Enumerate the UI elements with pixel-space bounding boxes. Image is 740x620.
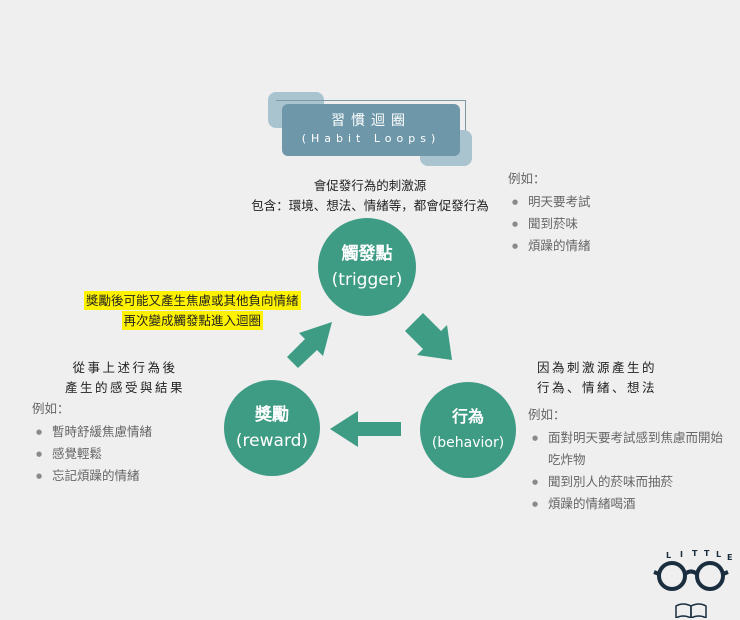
title-english: (Habit Loops) <box>301 132 441 145</box>
arrow-reward-to-trigger <box>287 322 332 368</box>
trigger-example-item: 明天要考試 <box>508 191 591 213</box>
behavior-examples: 例如： 面對明天要考試感到焦慮而開始 吃炸物 聞到別人的菸味而抽菸 煩躁的情緒喝… <box>528 404 736 515</box>
trigger-examples: 例如： 明天要考試 聞到菸味 煩躁的情緒 <box>508 168 591 257</box>
reward-example-list: 暫時舒緩焦慮情緒 感覺輕鬆 忘記煩躁的情緒 <box>32 421 152 487</box>
reward-example-item: 忘記煩躁的情緒 <box>32 465 152 487</box>
title-chinese: 習慣迴圈 <box>331 113 411 129</box>
behavior-example-item: 聞到別人的菸味而抽菸 <box>528 471 736 493</box>
arrow-trigger-to-behavior <box>405 313 452 360</box>
behavior-circle-zh: 行為 <box>451 407 484 426</box>
reward-circle-en: (reward) <box>235 431 309 451</box>
title-box: 習慣迴圈 (Habit Loops) <box>282 104 460 156</box>
trigger-circle: 觸發點 (trigger) <box>318 218 416 316</box>
logo-letter: L <box>716 550 721 559</box>
trigger-description-line1: 會促發行為的刺激源 <box>313 178 427 193</box>
logo-letter: E <box>727 553 732 562</box>
little-logo: L I T T L E <box>653 549 732 618</box>
logo-letter: L <box>666 551 671 560</box>
glasses-icon <box>653 561 729 591</box>
reward-circle-zh: 獎勵 <box>255 405 289 425</box>
trigger-example-label: 例如： <box>508 171 546 186</box>
reward-circle: 獎勵 (reward) <box>224 380 320 476</box>
trigger-example-item: 聞到菸味 <box>508 213 591 235</box>
reward-description-line1: 從事上述行為後 <box>72 360 178 375</box>
logo-letter: T <box>692 549 698 558</box>
book-icon <box>675 603 707 618</box>
reward-example-item: 暫時舒緩焦慮情緒 <box>32 421 152 443</box>
behavior-example-item: 面對明天要考試感到焦慮而開始 <box>528 427 736 449</box>
logo-letter: T <box>704 549 710 558</box>
behavior-circle: 行為 (behavior) <box>420 382 516 478</box>
logo-letter: I <box>680 550 683 559</box>
highlight-line2: 再次變成觸發點進入迴圈 <box>121 311 264 330</box>
trigger-example-list: 明天要考試 聞到菸味 煩躁的情緒 <box>508 191 591 257</box>
trigger-description: 會促發行為的刺激源 包含：環境、想法、情緒等，都會促發行為 <box>220 176 520 216</box>
behavior-example-continuation: 吃炸物 <box>548 452 586 467</box>
reward-description-line2: 產生的感受與結果 <box>64 380 185 395</box>
reward-examples: 例如： 暫時舒緩焦慮情緒 感覺輕鬆 忘記煩躁的情緒 <box>32 398 152 487</box>
behavior-circle-en: (behavior) <box>431 435 505 451</box>
behavior-description-line1: 因為刺激源產生的 <box>536 360 657 375</box>
trigger-description-line2: 包含：環境、想法、情緒等，都會促發行為 <box>251 198 489 213</box>
arrow-behavior-to-reward <box>330 411 401 447</box>
behavior-description: 因為刺激源產生的 行為、情緒、想法 <box>512 358 682 398</box>
behavior-description-line2: 行為、情緒、想法 <box>536 380 657 395</box>
trigger-circle-zh: 觸發點 <box>341 244 393 264</box>
reward-description: 從事上述行為後 產生的感受與結果 <box>40 358 210 398</box>
trigger-circle-en: (trigger) <box>331 270 403 290</box>
behavior-example-list: 面對明天要考試感到焦慮而開始 吃炸物 聞到別人的菸味而抽菸 煩躁的情緒喝酒 <box>528 427 736 515</box>
trigger-example-item: 煩躁的情緒 <box>508 235 591 257</box>
loop-highlight-note: 獎勵後可能又產生焦慮或其他負向情緒 再次變成觸發點進入迴圈 <box>84 290 301 330</box>
highlight-line1: 獎勵後可能又產生焦慮或其他負向情緒 <box>84 291 301 310</box>
reward-example-item: 感覺輕鬆 <box>32 443 152 465</box>
behavior-example-label: 例如： <box>528 407 566 422</box>
reward-example-label: 例如： <box>32 401 70 416</box>
behavior-example-item: 煩躁的情緒喝酒 <box>528 493 736 515</box>
